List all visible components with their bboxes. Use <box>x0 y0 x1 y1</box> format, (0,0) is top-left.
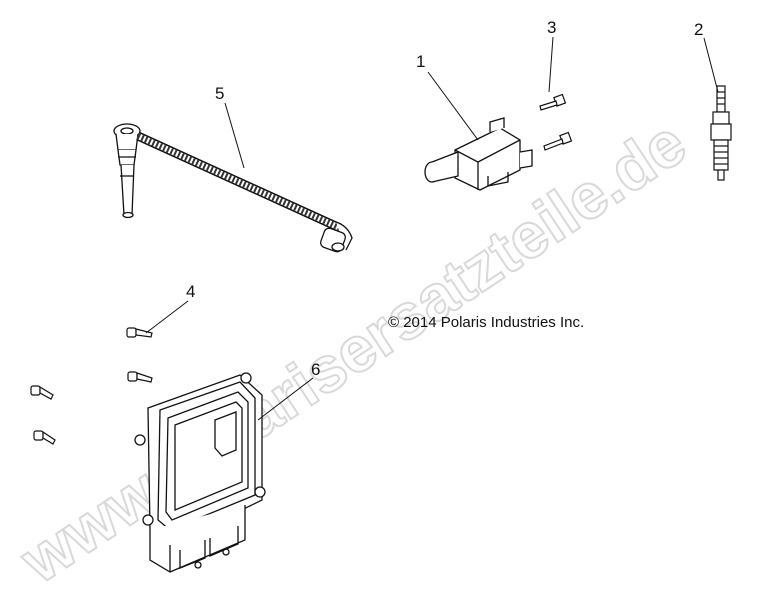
callout-3: 3 <box>547 18 556 37</box>
engine-control-unit <box>134 372 266 573</box>
coil-bolt <box>539 93 573 151</box>
copyright-notice: © 2014 Polaris Industries Inc. <box>388 314 585 331</box>
leader-lines <box>145 36 719 421</box>
leader-line-2 <box>703 37 719 93</box>
spark-plug <box>710 85 732 181</box>
leader-line-5 <box>224 102 245 169</box>
leader-line-3 <box>548 36 554 93</box>
callout-1: 1 <box>416 52 425 71</box>
callout-5: 5 <box>215 84 224 103</box>
watermark-text: www.polarisersatzteile.de <box>7 106 698 597</box>
ignition-coil <box>424 117 533 191</box>
callout-2: 2 <box>694 20 703 39</box>
callout-6: 6 <box>311 360 320 379</box>
callout-4: 4 <box>186 282 195 301</box>
leader-line-1 <box>427 71 479 141</box>
leader-line-4 <box>145 300 189 334</box>
ecu-bolt <box>30 327 153 445</box>
leader-line-6 <box>257 377 314 421</box>
spark-plug-wire <box>113 123 353 253</box>
